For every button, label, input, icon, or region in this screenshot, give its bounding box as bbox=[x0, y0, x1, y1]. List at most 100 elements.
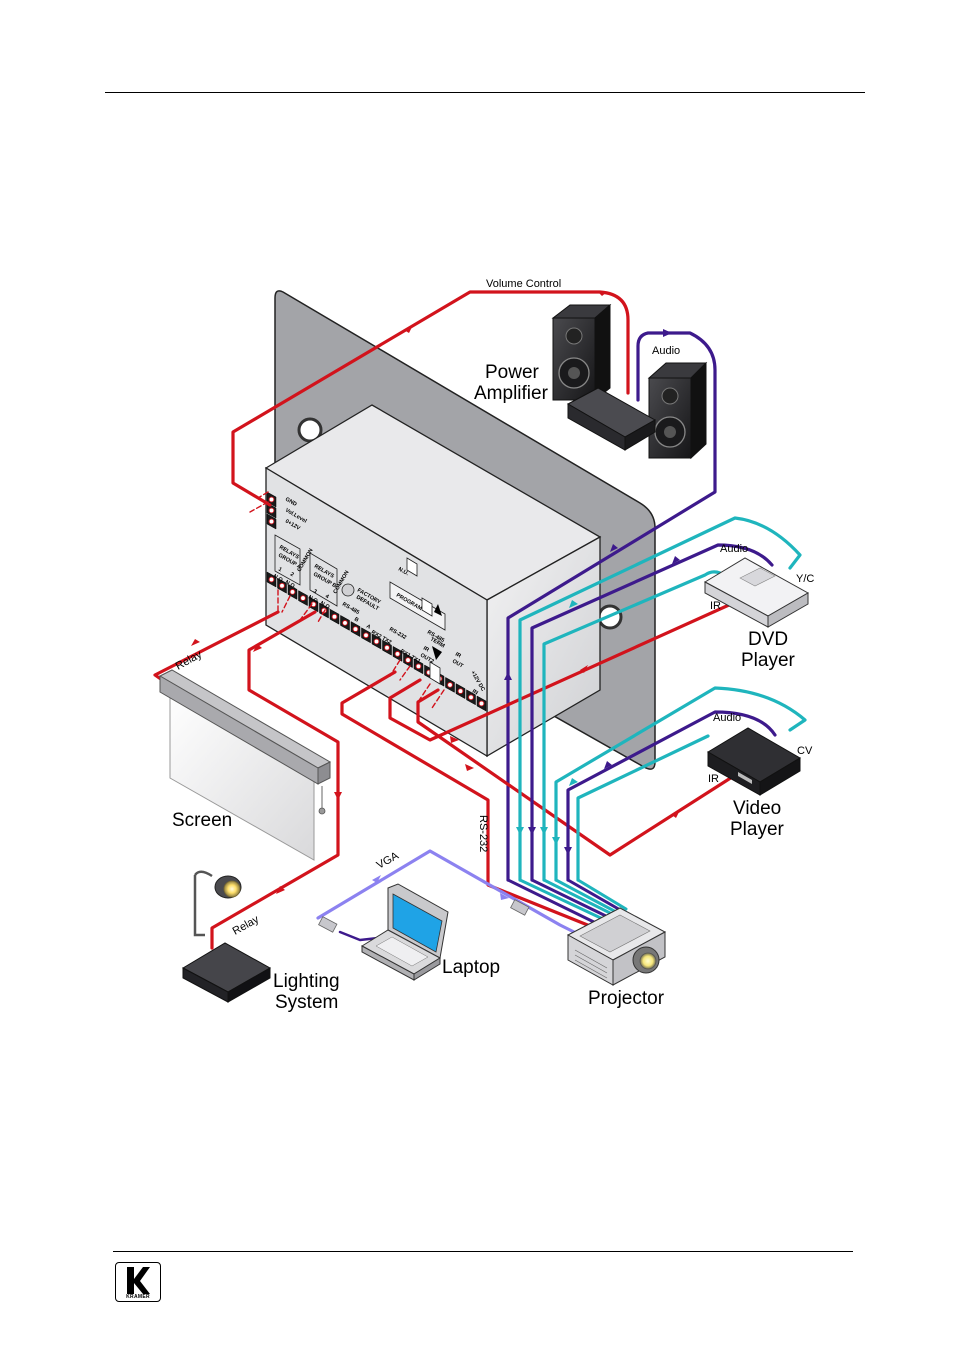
arrow-relay-lighting-3 bbox=[276, 886, 285, 894]
kramer-logo: KRAMER bbox=[115, 1262, 161, 1302]
bottom-terminal-18 bbox=[455, 683, 466, 700]
mount-hole-top bbox=[297, 417, 323, 443]
arrow-ir-video bbox=[672, 810, 680, 818]
label-relay-1: 1 bbox=[277, 567, 283, 574]
label-video-player-1: Video bbox=[733, 798, 781, 819]
up-arrow-icon[interactable] bbox=[434, 604, 442, 616]
label-rs232-cable: RS-232 bbox=[477, 815, 489, 852]
label-relay-4: 4 bbox=[324, 594, 330, 601]
relay-dash-1 bbox=[249, 491, 269, 513]
arrow-relay-lighting bbox=[334, 792, 342, 800]
projector-bundle-3 bbox=[530, 878, 612, 920]
arrow-video-audio bbox=[604, 761, 612, 769]
arrow-vertical-4 bbox=[540, 827, 548, 835]
arrow-relay-lighting-2 bbox=[253, 644, 262, 652]
cable-dvd-video bbox=[518, 516, 802, 882]
rs485-term-switch[interactable] bbox=[429, 661, 441, 685]
label-video-player-2: Player bbox=[730, 819, 785, 840]
down-arrow-icon[interactable] bbox=[432, 646, 442, 660]
factory-default-button[interactable] bbox=[341, 583, 355, 597]
relays-group-b-box bbox=[309, 552, 338, 607]
label-no-3: N.O. bbox=[307, 595, 320, 606]
label-projector: Projector bbox=[588, 988, 665, 1009]
lighting-system-unit bbox=[181, 870, 272, 1003]
bottom-terminal-10 bbox=[371, 633, 382, 650]
projector-bundle bbox=[506, 878, 602, 927]
bottom-terminal-11 bbox=[382, 639, 392, 656]
arrow-vertical-5 bbox=[552, 837, 560, 845]
projector-bundle-4 bbox=[542, 878, 616, 917]
bottom-terminal-19 bbox=[466, 689, 476, 706]
label-out1: OUT bbox=[451, 659, 465, 670]
label-no-2: N.O. bbox=[284, 580, 297, 591]
projector-unit bbox=[566, 907, 667, 986]
label-gnd: GND bbox=[284, 497, 298, 508]
speaker-right bbox=[647, 361, 708, 460]
kramer-k-icon bbox=[127, 1267, 150, 1294]
label-audio-video: Audio bbox=[713, 712, 741, 724]
projector-bundle-5 bbox=[554, 878, 620, 915]
bottom-terminal-7 bbox=[340, 614, 350, 631]
label-audio-amp: Audio bbox=[652, 345, 680, 357]
label-relay-3: 3 bbox=[312, 589, 318, 596]
cable-vga bbox=[316, 849, 582, 937]
bottom-terminal-6 bbox=[329, 608, 340, 625]
vol-terminal-1 bbox=[266, 502, 277, 519]
label-ir-video: IR bbox=[708, 773, 719, 785]
label-lighting-system-1: Lighting bbox=[273, 971, 340, 992]
speaker-left bbox=[551, 303, 612, 402]
relay-dash-4 bbox=[389, 659, 411, 681]
label-a: A bbox=[365, 624, 371, 631]
arrow-yc bbox=[569, 600, 578, 608]
cable-ir-video bbox=[416, 688, 742, 857]
video-player-unit bbox=[707, 727, 801, 796]
label-ir-out: IR bbox=[422, 646, 430, 654]
arrow-vertical-2 bbox=[516, 827, 524, 835]
vga-connector-right bbox=[510, 899, 530, 916]
cable-dvd-audio bbox=[530, 543, 774, 882]
label-lighting-system-2: System bbox=[275, 992, 338, 1013]
label-relay-screen: Relay bbox=[174, 648, 205, 672]
power-amplifier-unit bbox=[566, 387, 657, 451]
label-laptop: Laptop bbox=[442, 957, 500, 978]
nu-switch[interactable] bbox=[406, 557, 418, 577]
label-relay-lighting: Relay bbox=[231, 913, 262, 937]
label-audio-dvd: Audio bbox=[720, 543, 748, 555]
relay-dash-3 bbox=[299, 603, 326, 623]
arrow-vertical-6 bbox=[564, 847, 572, 855]
label-no-1: N.O. bbox=[272, 574, 285, 585]
relay-dash-5 bbox=[417, 683, 445, 709]
bottom-terminal-4 bbox=[308, 596, 319, 613]
label-ir-dvd: IR bbox=[710, 600, 721, 612]
arrow-ir-dvd-2 bbox=[580, 665, 588, 673]
arrow-audio-amp bbox=[663, 329, 672, 337]
label-volume-control: Volume Control bbox=[486, 278, 561, 290]
bottom-terminal-12 bbox=[392, 645, 403, 662]
projector-bundle-6 bbox=[566, 878, 624, 913]
arrow-vga-2 bbox=[500, 893, 509, 900]
cables bbox=[153, 290, 807, 950]
label-dvd-player-1: DVD bbox=[748, 629, 788, 650]
logo-text: KRAMER bbox=[126, 1294, 150, 1300]
vol-terminal-2 bbox=[266, 513, 277, 530]
arrow-volume-2 bbox=[598, 292, 607, 296]
cable-volume-control bbox=[231, 290, 630, 507]
cable-dvd-video-2 bbox=[542, 570, 722, 882]
dvd-player-unit bbox=[703, 557, 810, 628]
arrow-vga-1 bbox=[372, 875, 381, 883]
cable-vga-laptop bbox=[338, 930, 380, 942]
bottom-terminal-9 bbox=[361, 627, 371, 644]
device-labels: Power Amplifier DVD Player Video Player … bbox=[172, 362, 796, 1013]
bottom-terminal-17 bbox=[445, 676, 455, 693]
label-cv: CV bbox=[797, 745, 813, 757]
arrow-audio-2 bbox=[610, 544, 618, 552]
arrow-vertical-3 bbox=[528, 827, 536, 835]
bottom-terminal-3 bbox=[298, 590, 308, 607]
bottom-terminal-13 bbox=[403, 652, 413, 669]
bottom-terminal-20 bbox=[476, 695, 487, 712]
header-rule bbox=[105, 92, 865, 93]
label-relay-2: 2 bbox=[289, 572, 295, 579]
bottom-terminal-1 bbox=[277, 577, 287, 594]
label-no-4: N.O. bbox=[319, 601, 332, 612]
